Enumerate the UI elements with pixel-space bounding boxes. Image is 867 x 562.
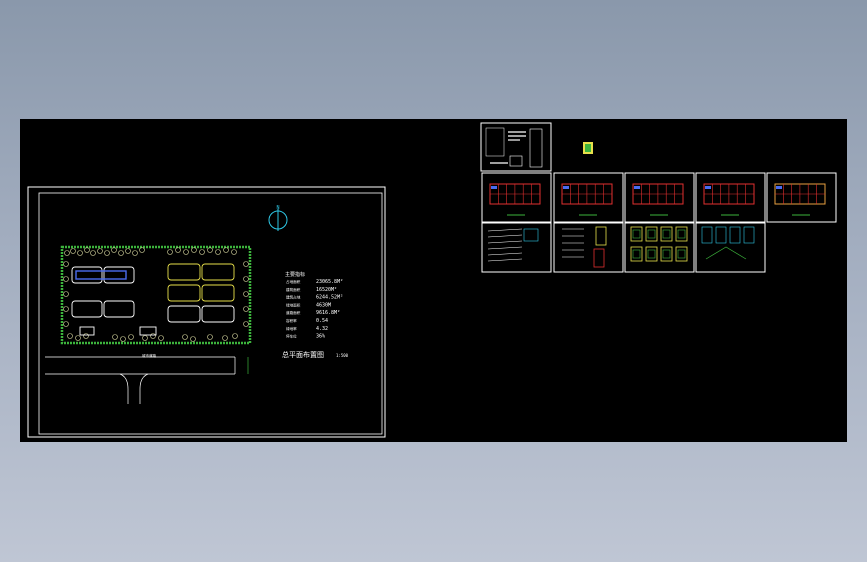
- tree-symbols: [63, 247, 249, 342]
- stats-label: 占地面积: [286, 279, 301, 284]
- north-arrow-icon: N: [268, 205, 288, 231]
- stats-value: 4630M: [316, 302, 331, 308]
- stats-label: 停车位: [286, 334, 297, 339]
- sheet-thumbnail-elevation[interactable]: [624, 172, 695, 223]
- stats-value: 23065.8M²: [316, 279, 343, 285]
- sheet-thumbnail-detail[interactable]: [624, 222, 695, 273]
- stats-label: 绿地面积: [286, 302, 301, 307]
- drawing-canvas[interactable]: N 主要指标 占地面积 23065.8M² 建筑面积 16520M² 建筑占地 6244.…: [20, 119, 847, 442]
- stats-label: 建筑占地: [286, 295, 301, 300]
- stats-label: 建筑面积: [286, 287, 301, 292]
- stats-value: 36%: [316, 334, 325, 340]
- sheet-thumbnail-elevation[interactable]: [481, 172, 552, 223]
- sheet-thumbnail-detail[interactable]: [553, 222, 624, 273]
- stats-value: 16520M²: [316, 287, 337, 293]
- sheet-thumbnail-detail[interactable]: [695, 222, 766, 273]
- sheet-border-outer: [27, 186, 386, 438]
- cover-sheet-thumbnail[interactable]: [480, 122, 552, 172]
- plan-title: 总平面布置图: [282, 350, 324, 359]
- cad-model-space[interactable]: N 主要指标 占地面积 23065.8M² 建筑面积 16520M² 建筑占地 6244.…: [20, 119, 847, 442]
- stats-value: 0.54: [316, 318, 328, 324]
- site-plan: [45, 245, 252, 404]
- sheet-thumbnail-elevation[interactable]: [695, 172, 766, 223]
- north-label: N: [276, 205, 279, 211]
- stats-label: 容积率: [286, 318, 297, 323]
- stats-label: 道路面积: [286, 310, 301, 315]
- stats-value: 6244.52M²: [316, 295, 343, 301]
- plan-scale: 1:500: [336, 353, 349, 358]
- stats-table: 主要指标 占地面积 23065.8M² 建筑面积 16520M² 建筑占地 6244.52…: [285, 271, 343, 340]
- building-outlines: [71, 263, 235, 336]
- sheet-thumbnails[interactable]: [481, 172, 837, 273]
- stats-value: 9616.8M²: [316, 310, 340, 316]
- stats-value: 4.32: [316, 326, 328, 332]
- site-boundary: [60, 245, 252, 345]
- stats-label: 绿地率: [286, 326, 297, 331]
- sheet-thumbnail-elevation[interactable]: [553, 172, 624, 223]
- legend-icon: [583, 142, 593, 154]
- sheet-thumbnail-elevation[interactable]: [766, 172, 837, 223]
- sheet-border-inner: [38, 192, 383, 435]
- stats-heading: 主要指标: [285, 271, 305, 278]
- road-label: 城市道路: [142, 353, 156, 358]
- sheet-thumbnail-detail[interactable]: [481, 222, 552, 273]
- road-lines: [45, 356, 249, 404]
